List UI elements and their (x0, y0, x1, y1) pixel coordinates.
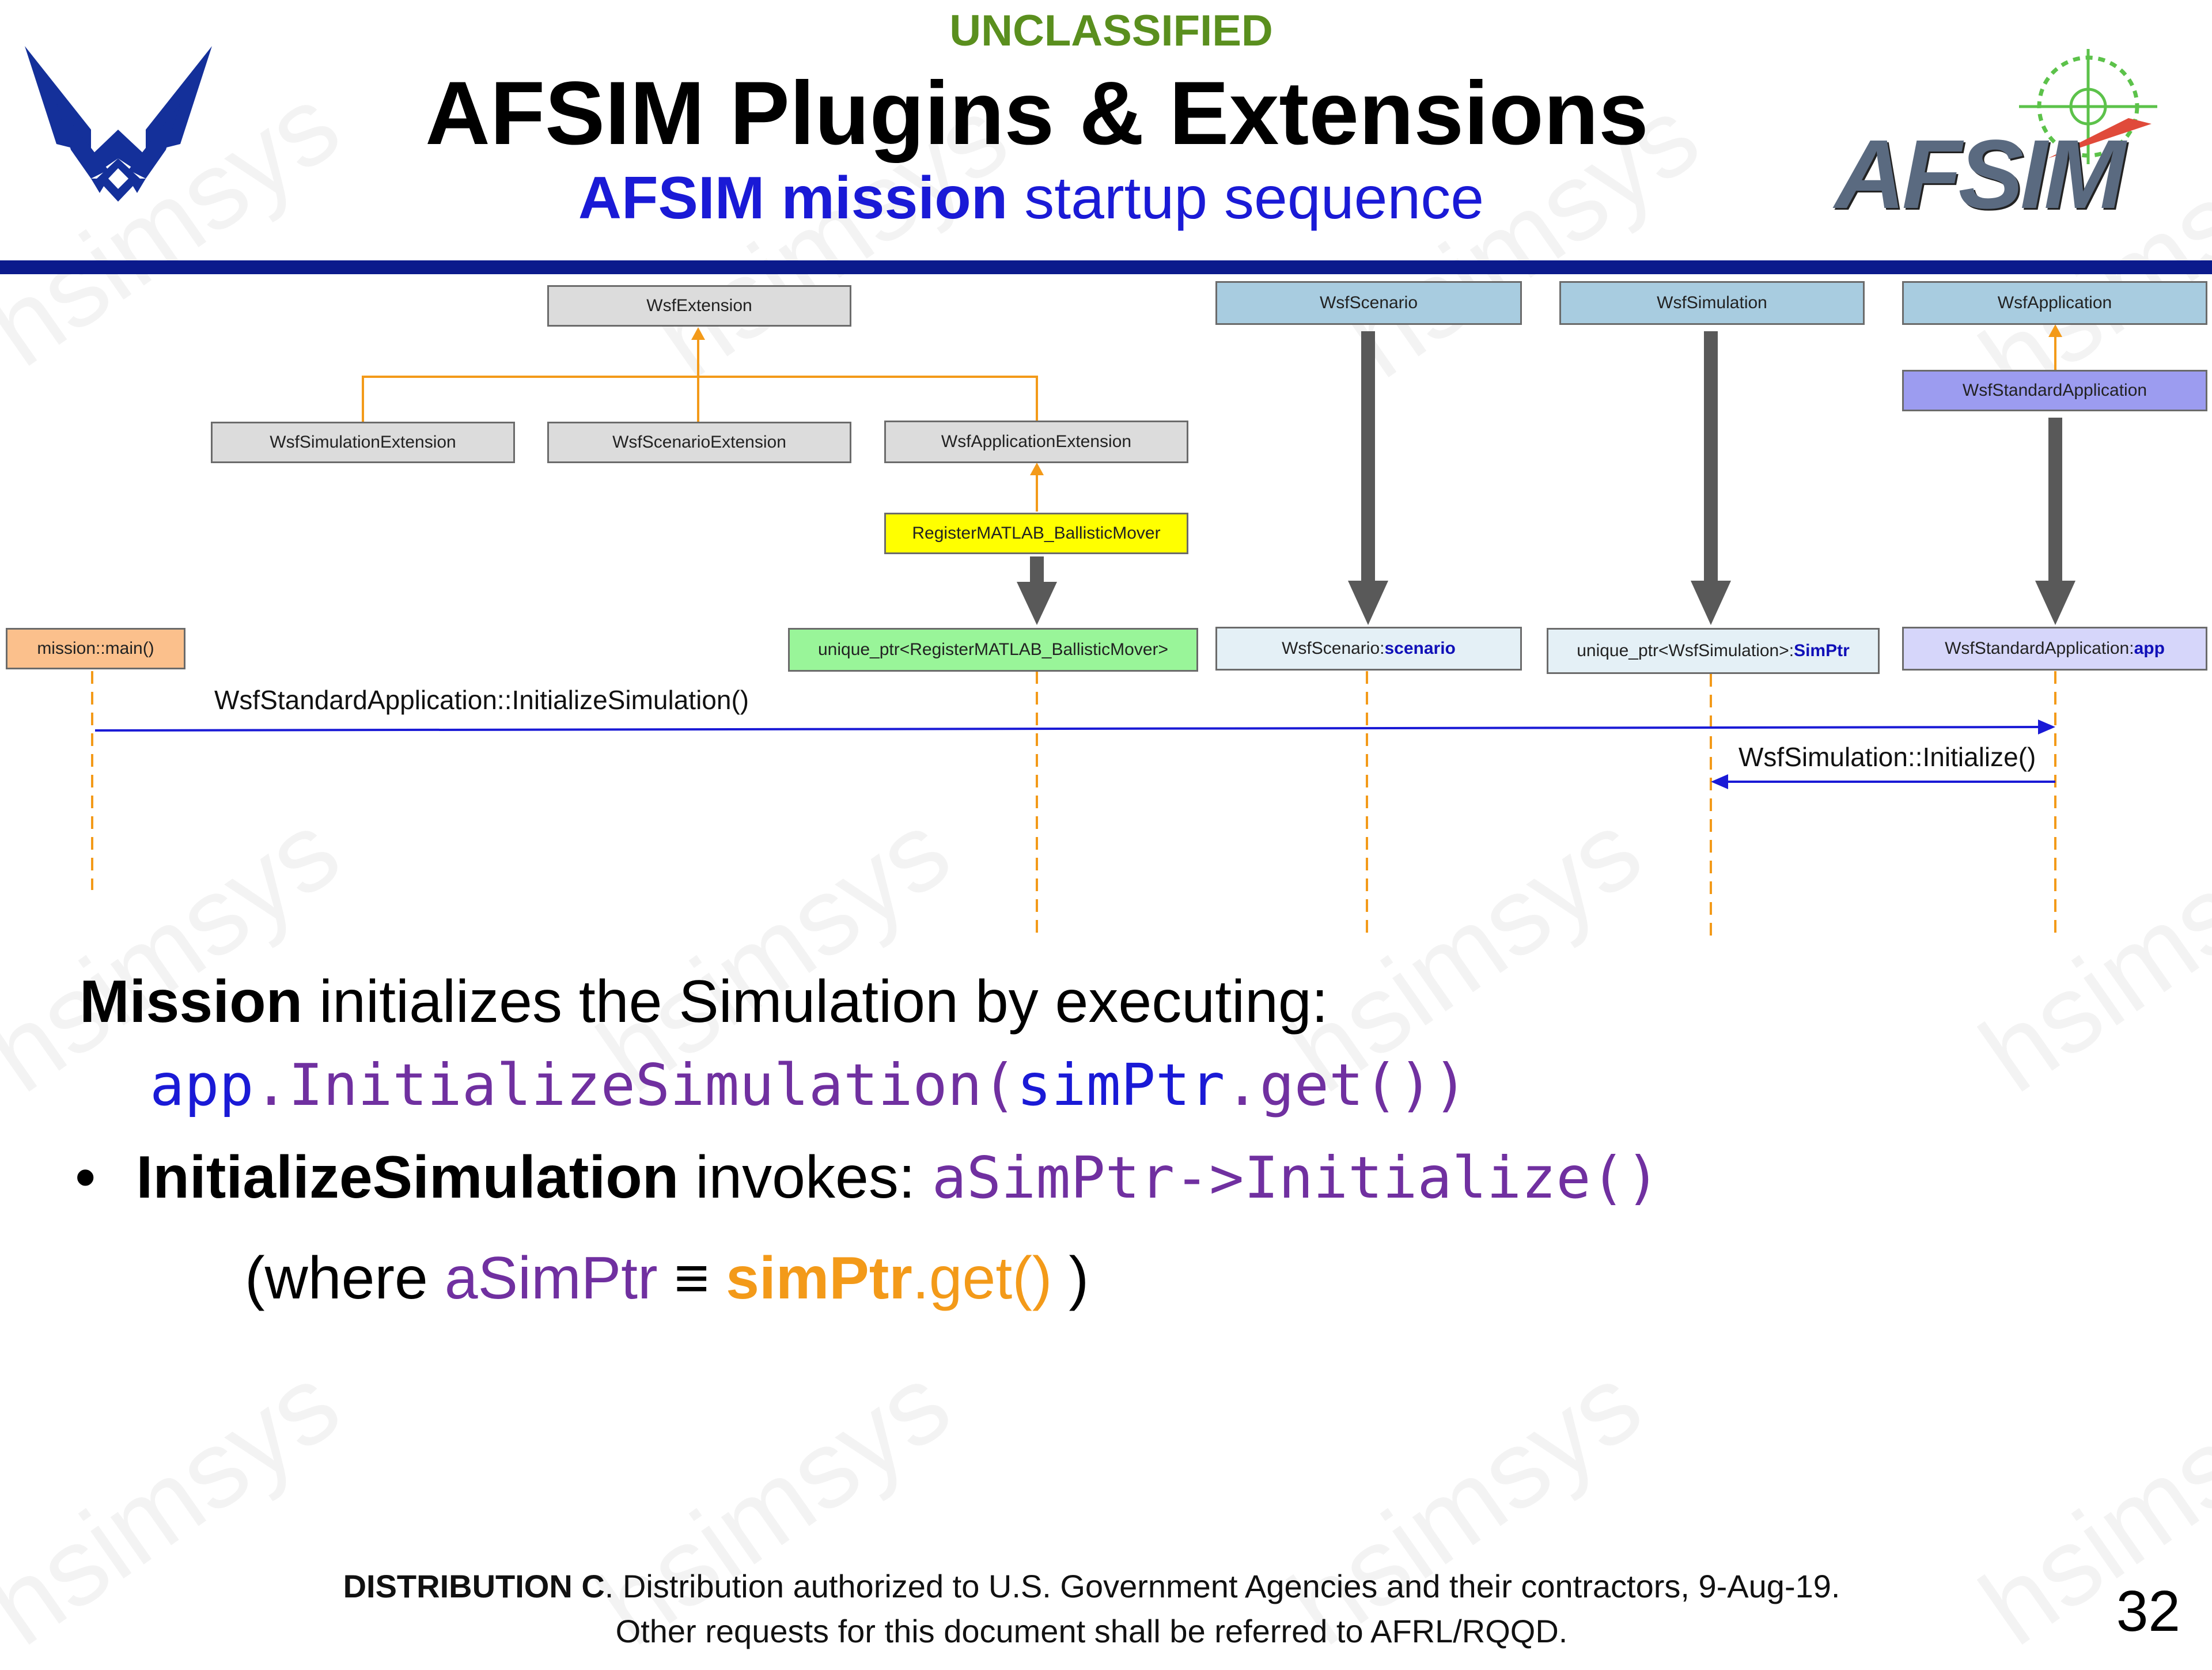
message-arrows (94, 719, 2055, 789)
distribution-rest: . Distribution authorized to U.S. Govern… (604, 1568, 1840, 1604)
subtitle-bold: AFSIM mission (578, 165, 1008, 232)
class-wsf-simulation: WsfSimulation (1559, 281, 1865, 325)
class-wsf-scenario-extension: WsfScenarioExtension (547, 422, 851, 463)
diagram-connectors (91, 324, 2075, 936)
bullet-glyph: • (75, 1144, 96, 1211)
classification-banner: UNCLASSIFIED (949, 6, 1273, 55)
distribution-statement: DISTRIBUTION C. Distribution authorized … (0, 1564, 2183, 1654)
instance-app: WsfStandardApplication: app (1902, 627, 2207, 671)
code-method: InitializeSimulation( (288, 1051, 1017, 1119)
inheritance-arrows (362, 324, 2062, 512)
instance-type: WsfScenario: (1282, 639, 1385, 658)
distribution-line-2: Other requests for this document shall b… (615, 1613, 1568, 1649)
code-initialize-call: app.InitializeSimulation(simPtr.get()) (150, 1051, 1468, 1119)
instance-name: scenario (1384, 639, 1456, 658)
intro-bold: Mission (79, 968, 303, 1035)
where-open: (where (245, 1245, 445, 1312)
where-asimptr: aSimPtr (444, 1245, 658, 1312)
class-wsf-simulation-extension: WsfSimulationExtension (211, 422, 515, 463)
instance-type: WsfStandardApplication: (1945, 639, 2134, 658)
class-wsf-application: WsfApplication (1902, 281, 2207, 325)
code-simptr: simPtr (1017, 1051, 1225, 1119)
code-app: app (150, 1051, 254, 1119)
where-equiv: ≡ (657, 1245, 726, 1312)
bullet-rest: invokes: (679, 1144, 932, 1211)
air-force-wings-icon (25, 46, 212, 202)
message-initialize-simulation: WsfStandardApplication::InitializeSimula… (214, 685, 749, 715)
class-register-matlab-ballistic-mover: RegisterMATLAB_BallisticMover (884, 513, 1188, 554)
afsim-logo-icon: AFSIM (1829, 49, 2175, 229)
intro-rest: initializes the Simulation by executing: (302, 968, 1328, 1035)
page-number: 32 (2116, 1579, 2180, 1644)
header-rule (0, 260, 2212, 274)
body-intro: Mission initializes the Simulation by ex… (79, 968, 1328, 1036)
afsim-logo-text: AFSIM (1835, 120, 2126, 229)
instance-sim-ptr: unique_ptr<WsfSimulation>: SimPtr (1547, 628, 1880, 674)
where-simptr: simPtr (726, 1245, 912, 1312)
instance-mission-main: mission::main() (6, 628, 185, 669)
bullet-bold: InitializeSimulation (136, 1144, 679, 1211)
instance-wsf-scenario: WsfScenario: scenario (1215, 627, 1522, 671)
class-wsf-application-extension: WsfApplicationExtension (884, 421, 1188, 463)
message-simulation-initialize: WsfSimulation::Initialize() (1738, 742, 2036, 772)
class-wsf-scenario: WsfScenario (1215, 281, 1522, 325)
bullet-code: aSimPtr->Initialize() (931, 1144, 1660, 1211)
subtitle-rest: startup sequence (1007, 165, 1484, 232)
class-wsf-extension: WsfExtension (547, 285, 851, 327)
page-title: AFSIM Plugins & Extensions (425, 63, 1649, 164)
where-close: ) (1052, 1245, 1089, 1312)
instance-name: SimPtr (1794, 641, 1850, 660)
where-get: .get() (912, 1245, 1052, 1312)
code-dot: . (253, 1051, 289, 1119)
instance-type: unique_ptr<WsfSimulation>: (1577, 641, 1794, 660)
code-get: .get()) (1225, 1051, 1468, 1119)
distribution-line-1: DISTRIBUTION C. Distribution authorized … (0, 1564, 2183, 1609)
page-subtitle: AFSIM mission startup sequence (0, 164, 2062, 233)
where-clause: (where aSimPtr ≡ simPtr.get() ) (245, 1244, 1089, 1313)
bullet-item: • InitializeSimulation invokes: aSimPtr->… (75, 1143, 1660, 1212)
distribution-bold: DISTRIBUTION C (343, 1568, 605, 1604)
lifelines (91, 671, 2056, 936)
instance-unique-ptr-register: unique_ptr<RegisterMATLAB_BallisticMover… (788, 628, 1198, 672)
instantiation-arrows (1017, 331, 2075, 625)
class-wsf-standard-application: WsfStandardApplication (1902, 370, 2207, 411)
instance-name: app (2134, 639, 2165, 658)
